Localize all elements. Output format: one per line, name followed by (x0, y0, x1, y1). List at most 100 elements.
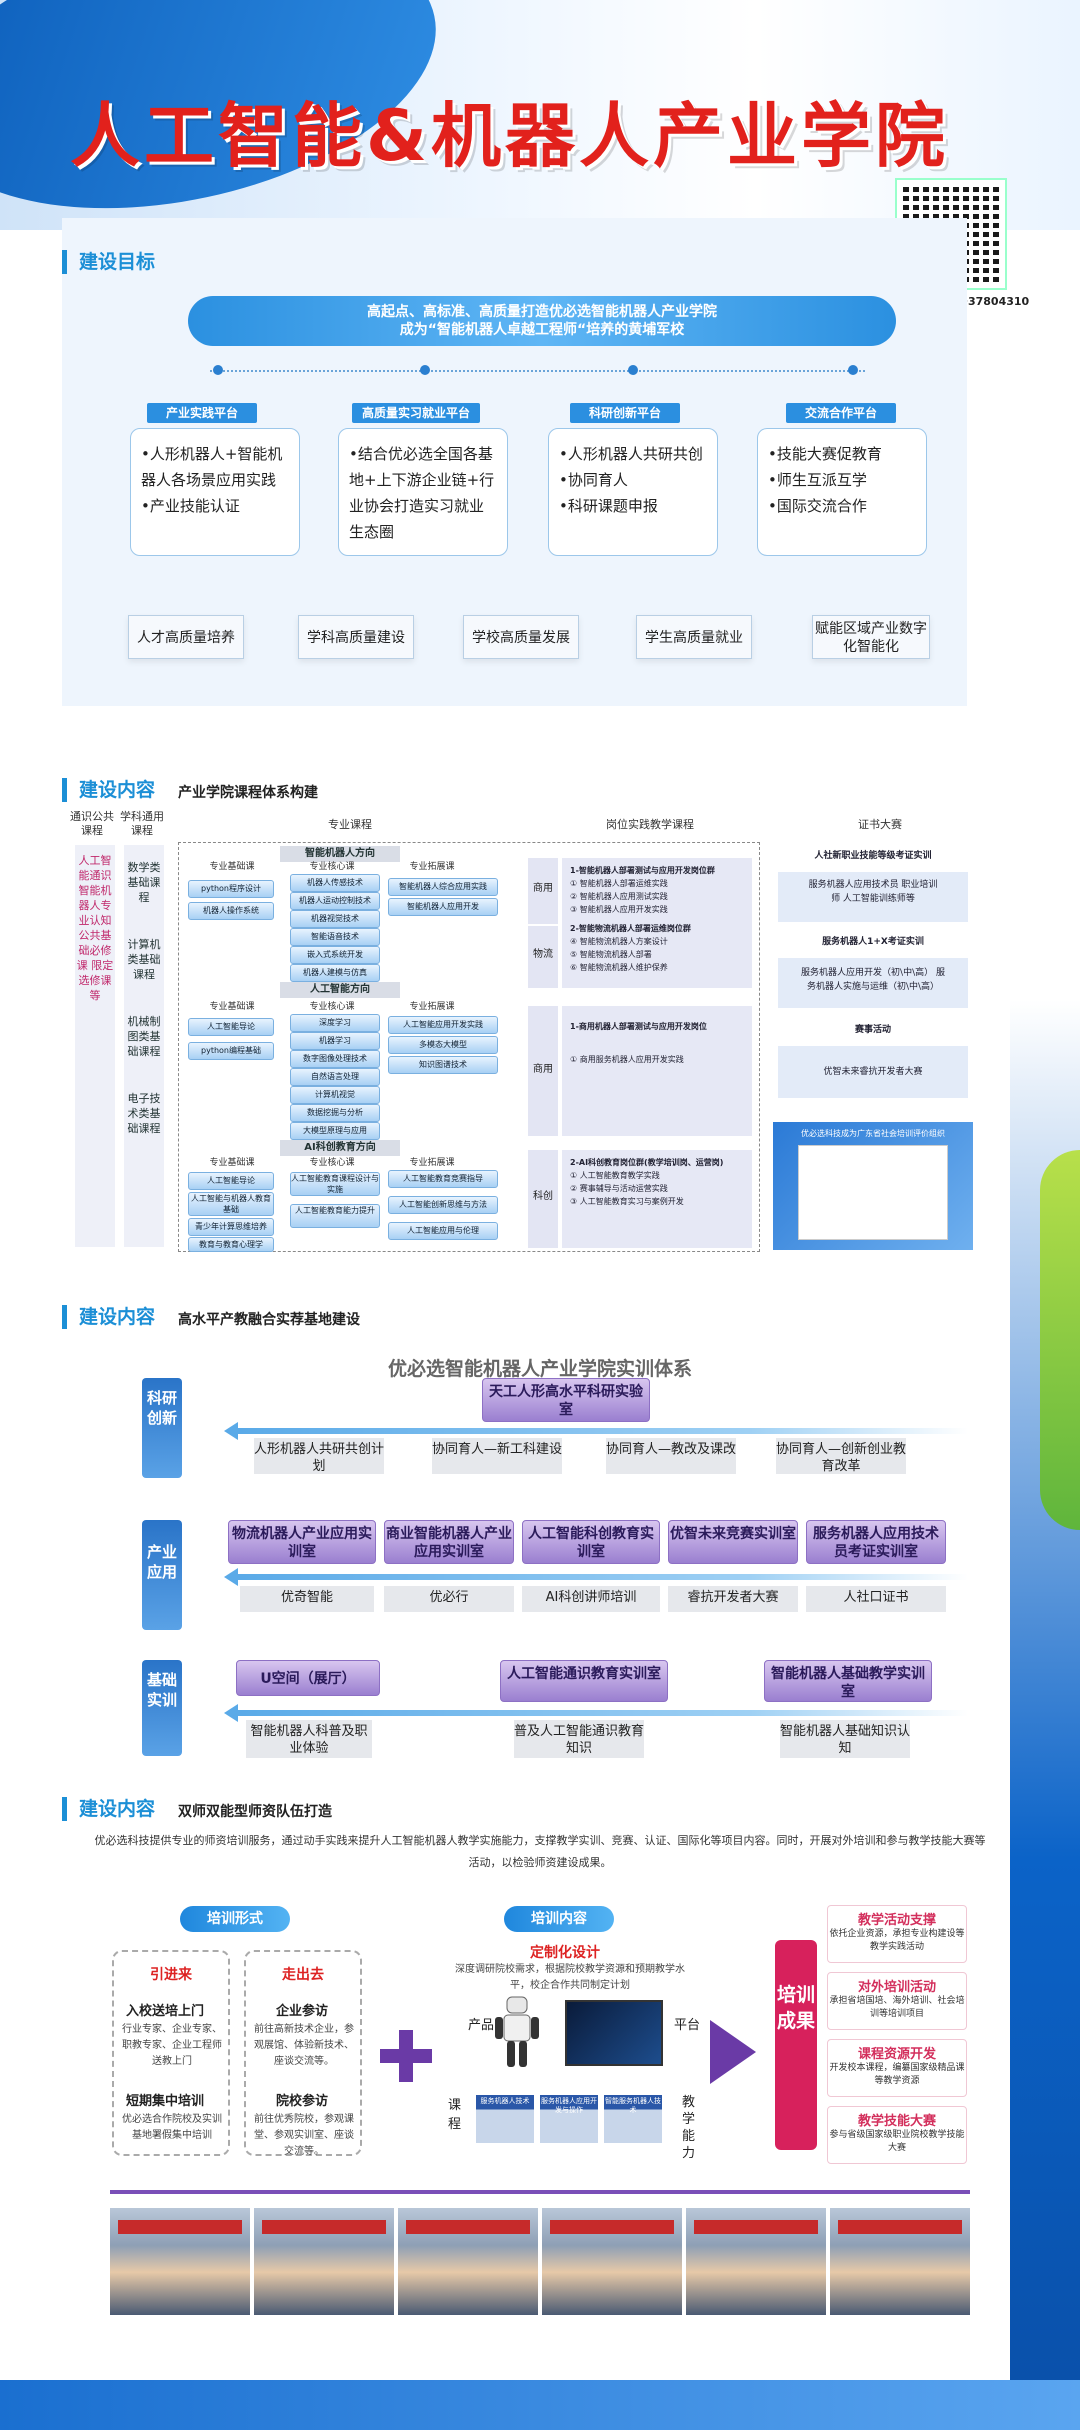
goal-banner: 高起点、高标准、高质量打造优必选智能机器人产业学院 成为“智能机器人卓越工程师“… (188, 296, 896, 346)
course-pill: 多模态大模型 (388, 1036, 498, 1054)
job-item: ② 智能机器人应用测试实践 (570, 892, 668, 901)
flow-arrow (238, 1710, 968, 1716)
event-photo (398, 2208, 538, 2315)
course-pill: 机器学习 (290, 1032, 380, 1050)
go-out-item-desc: 前往优秀院校，参观课堂、参观实训室、座谈交流等。 (254, 2114, 354, 2157)
cert-image-caption: 优必选科技成为广东省社会培训评价组织 (801, 1129, 945, 1138)
subject-course-column: 数学类基础课程 计算机类基础课程 机械制图类基础课程 电子技术类基础课程 (124, 845, 164, 1247)
course-pill: 教育与教育心理学 (188, 1237, 274, 1252)
training-content-tab: 培训内容 (504, 1906, 614, 1932)
section-goal-label: 建设目标 (62, 250, 155, 274)
row-label: 科研创新 (142, 1378, 182, 1478)
lab-box: 人工智能通识教育实训室 (500, 1660, 668, 1702)
cert-body: 服务机器人应用技术员 职业培训师 人工智能训练师等 (778, 872, 968, 922)
teacher-intro: 优必选科技提供专业的师资培训服务，通过动手实践来提升人工智能机器人教学实施能力，… (94, 1834, 986, 1869)
result-card: 对外培训活动承担省培国培、海外培训、社会培训等培训项目 (827, 1972, 967, 2030)
subject-item: 数学类基础课程 (127, 861, 161, 904)
course-pill: 机器人建模与仿真 (290, 964, 380, 982)
platform-item: •国际交流合作 (768, 497, 867, 515)
cert-heading: 人社新职业技能等级考证实训 (778, 842, 968, 870)
cert-heading: 赛事活动 (778, 1016, 968, 1044)
event-photo (830, 2208, 970, 2315)
label-platform: 平台 (674, 2018, 701, 2033)
event-photo (542, 2208, 682, 2315)
result-card: 教学活动支撑依托企业资源，承担专业构建设等教学实践活动 (827, 1905, 967, 1963)
course-pill: 人工智能应用开发实践 (388, 1016, 498, 1034)
go-out-item-title: 企业参访 (276, 2004, 329, 2019)
lab-box: 商业智能机器人产业应用实训室 (384, 1520, 514, 1564)
connector-dot (420, 365, 430, 375)
job-item: ⑤ 智能物流机器人部署 (570, 950, 652, 959)
go-out-item-title: 院校参访 (276, 2094, 329, 2109)
result-card: 课程资源开发开发校本课程，编纂国家级精品课等教学资源 (827, 2039, 967, 2097)
platform-title: 产业实践平台 (147, 403, 257, 423)
job-title: 1-商用机器人部署测试与应用开发岗位 (570, 1022, 707, 1031)
job-item: ⑥ 智能物流机器人维护保养 (570, 963, 668, 972)
bring-in-item-desc: 行业专家、企业专家、职教专家、企业工程师送教上门 (122, 2024, 222, 2067)
row-tag: 协同育人—新工科建设 (432, 1438, 562, 1474)
ext-label: 专业拓展课 (409, 1158, 455, 1168)
course-pill: 人工智能教育课程设计与实施 (290, 1172, 380, 1196)
platform-item: •师生互派互学 (768, 471, 867, 489)
row-tag: 睿抗开发者大赛 (668, 1586, 798, 1612)
event-photo (110, 2208, 250, 2315)
job-item: ① 商用服务机器人应用开发实践 (570, 1055, 684, 1064)
direction-title: 智能机器人方向 (280, 846, 400, 862)
goal-item: 学生高质量就业 (636, 615, 752, 659)
result-title: 教学技能大赛 (857, 2114, 936, 2129)
row-tag: 人形机器人共研共创计划 (254, 1438, 384, 1474)
row-tag: 优必行 (384, 1586, 514, 1612)
section-course-label: 建设内容 (62, 778, 155, 802)
course-pill: 人工智能导论 (188, 1172, 274, 1190)
lab-box: 智能机器人基础教学实训室 (764, 1660, 932, 1702)
flow-arrowhead (224, 1422, 238, 1440)
training-result-label: 培训成果 (775, 1940, 817, 2150)
training-form-tab: 培训形式 (180, 1906, 290, 1932)
platform-card: •技能大赛促教育 •师生互派互学 •国际交流合作 (757, 428, 927, 556)
bring-in-item-desc: 优必选合作院校及实训基地署假集中培训 (122, 2114, 222, 2141)
platform-item: •技能大赛促教育 (768, 445, 882, 463)
label-course: 课程 (448, 2098, 462, 2132)
row-label: 基础实训 (142, 1660, 182, 1756)
direction-title: AI科创教育方向 (280, 1140, 400, 1156)
job-group-card: 1-智能机器人部署测试与应用开发岗位群 ① 智能机器人部署运维实践 ② 智能机器… (562, 858, 752, 988)
flow-arrowhead (224, 1704, 238, 1722)
cert-image: 优必选科技成为广东省社会培训评价组织 (773, 1122, 973, 1250)
platform-card: •结合优必选全国各基地+上下游企业链+行业协会打造实习就业生态圈 (338, 428, 508, 556)
course-pill: 知识图谱技术 (388, 1056, 498, 1074)
platform-item: •科研课题申报 (559, 497, 658, 515)
flow-arrowhead (224, 1568, 238, 1586)
job-tag: 科创 (528, 1150, 558, 1248)
course-book-thumb: 服务机器人应用开发与操作 (540, 2095, 598, 2143)
result-title: 教学活动支撑 (857, 1913, 936, 1928)
goal-item: 学校高质量发展 (463, 615, 579, 659)
connector-line (210, 370, 865, 372)
job-item: ④ 智能物流机器人方案设计 (570, 937, 668, 946)
course-pill: 人工智能应用与伦理 (388, 1222, 498, 1240)
course-pill: 机器人操作系统 (188, 902, 274, 920)
banner-line-1: 高起点、高标准、高质量打造优必选智能机器人产业学院 (367, 304, 717, 320)
col-header-subject: 学科通用课程 (120, 810, 164, 837)
course-book-thumb: 智能服务机器人技术 (604, 2095, 662, 2143)
job-title: 2-AI科创教育岗位群(教学培训岗、运营岗) (570, 1158, 724, 1167)
result-desc: 依托企业资源，承担专业构建设等教学实践活动 (829, 1929, 965, 1952)
course-pill: 机器人传感技术 (290, 874, 380, 892)
row-tag: 优奇智能 (240, 1586, 374, 1612)
course-book-thumb: 服务机器人技术 (476, 2095, 534, 2143)
row-label: 产业应用 (142, 1520, 182, 1630)
arrow-right-icon (710, 2020, 756, 2084)
section-course-subtitle: 产业学院课程体系构建 (178, 785, 318, 801)
result-desc: 承担省培国培、海外培训、社会培训等培训项目 (829, 1996, 965, 2019)
major-course-frame (178, 842, 760, 1252)
flow-arrow (238, 1428, 968, 1434)
ext-label: 专业拓展课 (409, 1002, 455, 1012)
go-out-title: 走出去 (282, 1967, 324, 1983)
course-pill: 嵌入式系统开发 (290, 946, 380, 964)
row-tag: 智能机器人科普及职业体验 (246, 1720, 372, 1758)
event-photo (686, 2208, 826, 2315)
job-title: 2-智能物流机器人部署运维岗位群 (570, 924, 691, 933)
result-title: 课程资源开发 (857, 2047, 936, 2062)
go-out-item-desc: 前往高新技术企业，参观展馆、体验新技术、座谈交流等。 (254, 2024, 354, 2067)
section-base-label: 建设内容 (62, 1305, 155, 1329)
col-header-cert: 证书大赛 (858, 818, 902, 831)
